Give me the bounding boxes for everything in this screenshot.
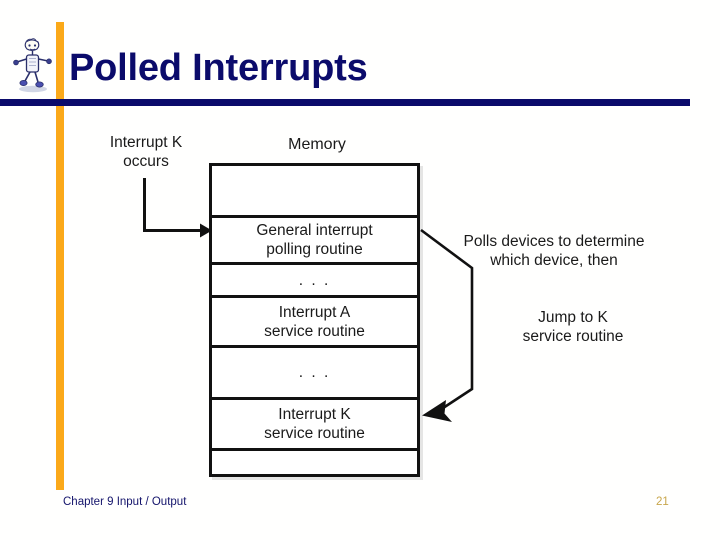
polls-devices-label: Polls devices to determine which device,… (463, 233, 645, 269)
interrupt-arrow (143, 178, 200, 232)
memory-row-ellipsis-1: . . . (298, 271, 331, 289)
interrupt-k-occurs-label: Interrupt K occurs (109, 134, 183, 170)
memory-divider (212, 295, 417, 298)
jump-to-k-label: Jump to K service routine (522, 309, 624, 345)
memory-row-empty-bottom (212, 451, 417, 477)
accent-bar (56, 22, 64, 490)
title-underline-rule (0, 99, 690, 106)
footer-page-number: 21 (656, 496, 669, 508)
memory-row-ellipsis-2: . . . (298, 364, 331, 381)
memory-divider (212, 448, 417, 451)
memory-divider (212, 397, 417, 400)
memory-divider (212, 262, 417, 265)
page-title: Polled Interrupts (69, 47, 368, 89)
memory-box: General interrupt polling routine . . . … (209, 163, 420, 477)
memory-row-general-polling: General interrupt polling routine (256, 222, 373, 258)
memory-divider (212, 345, 417, 348)
poll-jump-arrowhead (422, 400, 452, 422)
memory-row-interrupt-a: Interrupt A service routine (264, 303, 365, 340)
footer-chapter-label: Chapter 9 Input / Output (63, 496, 187, 508)
memory-divider (212, 215, 417, 218)
memory-row-empty-top (212, 166, 417, 215)
stick-figure-clipart (10, 36, 54, 94)
memory-label: Memory (288, 136, 346, 153)
memory-row-interrupt-k: Interrupt K service routine (264, 406, 365, 442)
